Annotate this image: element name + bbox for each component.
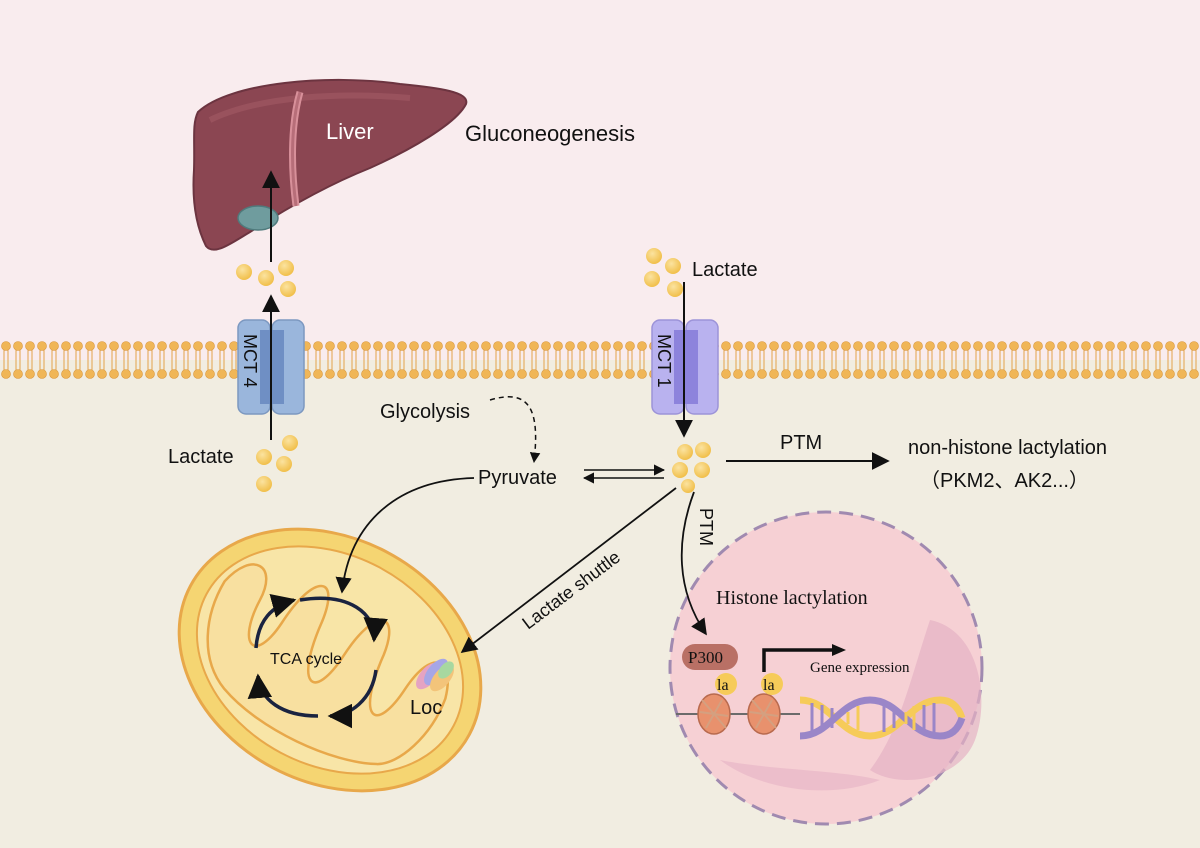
lactate-top-label: Lactate [692, 259, 758, 281]
la2-label: la [763, 677, 775, 694]
mct4-label: MCT 4 [240, 334, 260, 388]
lactate-shuttle-arrow [460, 487, 677, 653]
histone-lactylation-label: Histone lactylation [716, 587, 868, 609]
mct1-label: MCT 1 [654, 334, 674, 388]
mct1-transporter: MCT 1 [651, 319, 719, 415]
p300-label: P300 [688, 648, 723, 667]
transcription-start-arrow [762, 648, 834, 672]
lactate-molecules-intracellular-right [672, 442, 711, 493]
lactate-molecules-extracellular-left [236, 260, 296, 297]
ptm-histone-arrow [680, 491, 707, 636]
ptm-right-label: PTM [780, 432, 822, 454]
p300-badge [682, 644, 738, 670]
nucleosome-1 [697, 693, 731, 735]
dna-helix-icon [799, 696, 966, 740]
loc-label: Loc [410, 697, 442, 719]
non-histone-examples-label: （PKM2、AK2...） [920, 469, 1089, 492]
loc-complex-icon [416, 658, 454, 692]
lactyl-mark-1 [715, 673, 737, 695]
lactate-left-label: Lactate [168, 446, 234, 468]
extracellular-space [0, 0, 1200, 360]
gene-expression-label: Gene expression [810, 660, 910, 676]
non-histone-label: non-histone lactylation [908, 437, 1107, 459]
cell-membrane [0, 340, 1200, 380]
ptm-down-label: PTM [696, 508, 716, 546]
pyruvate-label: Pyruvate [478, 467, 557, 489]
tca-label: TCA cycle [270, 651, 342, 668]
la1-label: la [717, 677, 729, 694]
mct4-transporter: MCT 4 [237, 319, 305, 415]
glycolysis-arrow [489, 396, 541, 464]
nucleosome-2 [747, 693, 781, 735]
liver-icon: Liver [192, 78, 468, 251]
tca-cycle-icon [247, 593, 388, 729]
cytoplasm [0, 360, 1200, 848]
glycolysis-label: Glycolysis [380, 401, 470, 423]
pyruvate-to-tca-arrow [335, 477, 475, 594]
liver-label: Liver [326, 119, 374, 144]
gluconeogenesis-label: Gluconeogenesis [465, 121, 635, 146]
mitochondrion [177, 527, 483, 793]
lactyl-mark-2 [761, 673, 783, 695]
lactate-molecules-intracellular-left [256, 435, 298, 492]
lactate-molecules-extracellular-right [644, 248, 683, 297]
